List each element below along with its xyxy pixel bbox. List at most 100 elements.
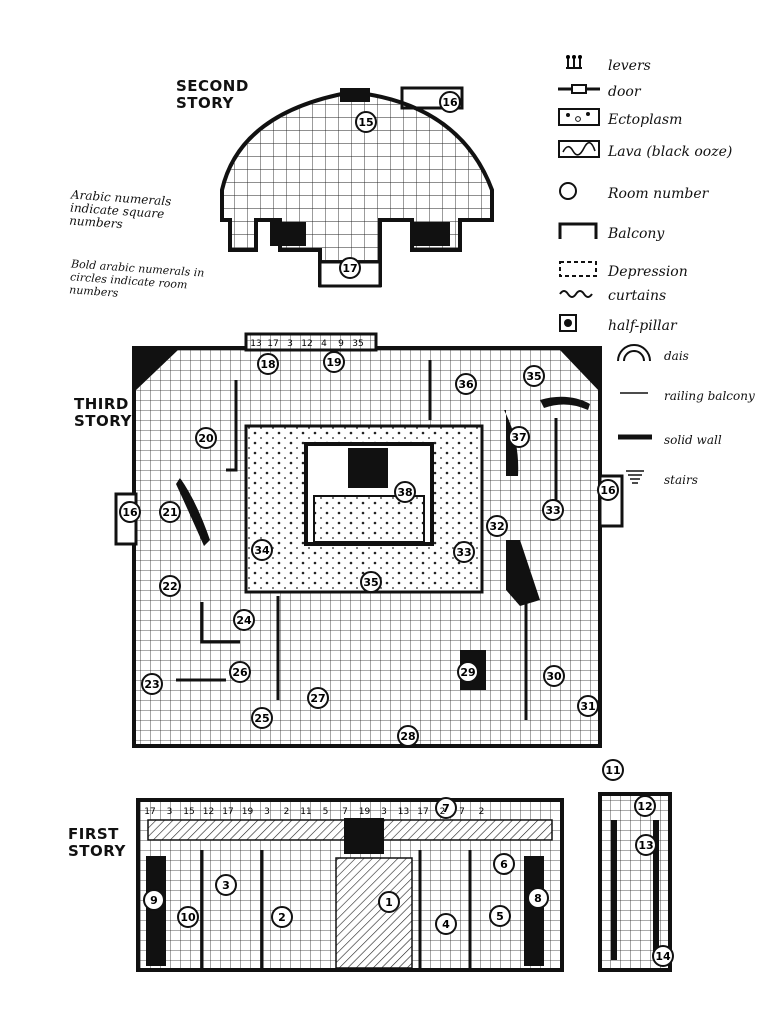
square-number: 19 [359,807,371,817]
legend-label: Lava (black ooze) [608,143,733,160]
legend-label: stairs [664,472,698,487]
room-marker-29 [457,661,479,683]
legend-item-door: door [556,78,641,105]
room-marker-33 [542,499,564,521]
lava-icon [556,138,602,165]
room-number: 22 [162,580,177,593]
door-icon [556,78,602,105]
room-marker-25 [251,707,273,729]
square-number: 17 [417,807,428,817]
room-number: 31 [580,700,595,713]
room-marker-21 [159,501,181,523]
legend-label: railing balcony [664,388,755,403]
room-number: 16 [600,484,616,497]
room-marker-14 [652,945,674,967]
square-number: 12 [203,807,214,817]
curtains-icon [556,282,602,309]
room-marker-35 [360,571,382,593]
square-number: 2 [440,807,446,817]
room-marker-5 [489,905,511,927]
first-story-title: FIRST STORY [68,825,126,860]
room-number: 18 [260,358,275,371]
square-number: 2 [479,807,485,817]
room-marker-4 [435,913,457,935]
room-marker-24 [233,609,255,631]
room-number: 32 [489,520,504,533]
room-marker-30 [543,665,565,687]
second-story-title: SECOND STORY [176,77,249,112]
legend-label: Room number [608,185,709,202]
square-number: 13 [250,339,261,349]
legend-item-levers: levers [556,52,651,79]
ectoplasm-icon [556,106,602,133]
square-number: 17 [144,807,155,817]
room-number: 23 [144,678,159,691]
room-marker-13 [635,834,657,856]
room-marker-31 [577,695,599,717]
square-number: 3 [167,807,173,817]
room-number: 8 [534,892,542,905]
room-number: 35 [363,576,378,589]
room-marker-19 [323,351,345,373]
room-marker-8 [527,887,549,909]
square-number: 19 [242,807,254,817]
room-number: 29 [460,666,475,679]
square-number: 3 [287,339,293,349]
room-number: 2 [278,911,286,924]
square-number: 17 [267,339,278,349]
legend-item-balcony: Balcony [556,220,664,247]
room-marker-3 [215,874,237,896]
room-number: 15 [358,116,373,129]
square-number: 3 [264,807,270,817]
legend-item-solid-wall: solid wall [612,426,722,453]
room-marker-18 [257,353,279,375]
room-marker-16 [597,479,619,501]
room-marker-35 [523,365,545,387]
room-number: 7 [442,802,450,815]
room-number: 33 [456,546,471,559]
room-number: 25 [254,712,269,725]
room-marker-27 [307,687,329,709]
room-marker-26 [229,661,251,683]
room-marker-16 [119,501,141,523]
first-story-tower-map [598,792,672,972]
square-number: 9 [338,339,344,349]
first-story-map [136,798,564,972]
room-number: 16 [442,96,458,109]
legend-item-curtains: curtains [556,282,666,309]
room-marker-17 [339,257,361,279]
third-story-title: THIRD STORY [74,395,132,430]
room-marker-16 [439,91,461,113]
room-marker-34 [251,539,273,561]
room-number: 3 [222,879,230,892]
room-number: 21 [162,506,177,519]
room-number: 26 [232,666,248,679]
square-number: 13 [398,807,409,817]
room-number: 4 [442,918,450,931]
legend-label: curtains [608,287,667,304]
room-marker-20 [195,427,217,449]
room-number: 27 [310,692,325,705]
third-story-map [114,332,624,748]
room-number: 28 [400,730,415,743]
legend-label: levers [608,57,651,74]
square-number: 7 [459,807,465,817]
legend-item-dais: dais [612,342,689,369]
square-number: 2 [284,807,290,817]
room-number: 17 [342,262,357,275]
room-number: 30 [546,670,562,683]
room-number: 34 [254,544,270,557]
legend-label: dais [664,348,689,363]
square-number: 17 [222,807,233,817]
room-marker-11 [602,759,624,781]
legend-label: Ectoplasm [608,111,683,128]
legend-label: door [608,83,641,100]
room-marker-28 [397,725,419,747]
room-number: 13 [638,839,653,852]
room-marker-32 [486,515,508,537]
legend-label: Depression [608,263,688,280]
legend-item-stairs: stairs [612,466,698,493]
room-number: 20 [198,432,214,445]
square-number: 15 [183,807,194,817]
square-number: 5 [323,807,329,817]
